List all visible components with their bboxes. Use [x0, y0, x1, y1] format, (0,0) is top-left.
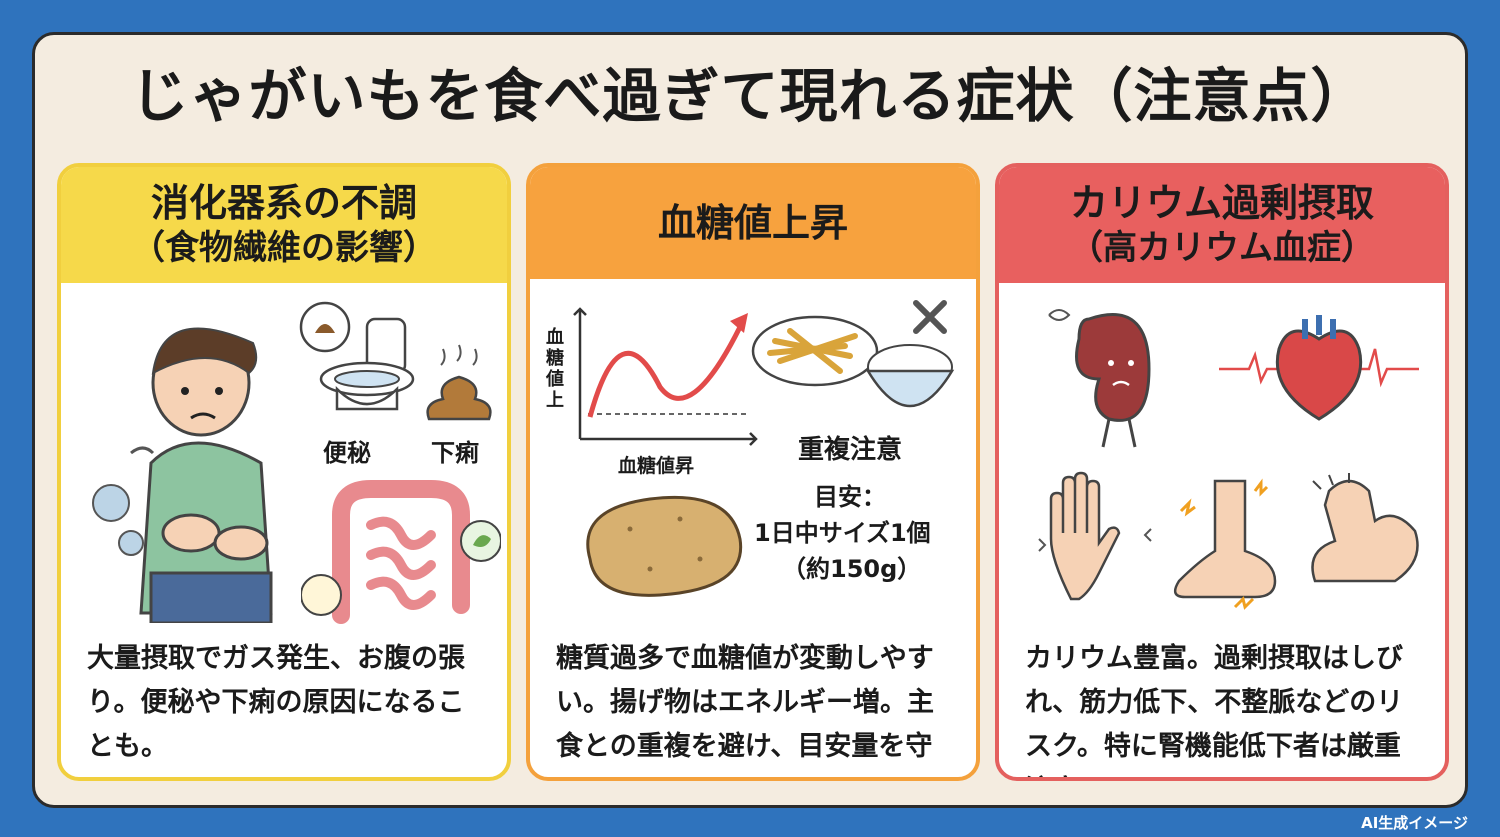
card-subheading: （高カリウム血症） — [1069, 228, 1375, 268]
card-subheading: （食物繊維の影響） — [131, 228, 437, 268]
card-header: 血糖値上昇 — [530, 167, 976, 279]
card-header: 消化器系の不調 （食物繊維の影響） — [61, 167, 507, 283]
card-heading: 消化器系の不調 — [150, 181, 417, 225]
stomach-ache-person-icon — [92, 327, 273, 623]
card-illustration: 便秘 下痢 — [61, 283, 507, 631]
ai-generated-note: AI生成イメージ — [1361, 814, 1468, 832]
card-description: カリウム豊富。過剰摂取はしびれ、筋力低下、不整脈などのリスク。特に腎機能低下者は… — [1025, 643, 1404, 777]
card-heading: 血糖値上昇 — [657, 201, 848, 245]
blood-sugar-graph-icon — [573, 307, 758, 446]
page-title: じゃがいもを食べ過ぎて現れる症状（注意点） — [130, 62, 1370, 130]
sad-kidney-icon — [1048, 309, 1151, 448]
guide-amount: 1日中サイズ1個 — [754, 519, 931, 547]
card-blood-sugar: 血糖値上昇 血糖値上 血糖値昇 — [526, 163, 980, 781]
card-description: 糖質過多で血糖値が変動しやすい。揚げ物はエネルギー増。主食との重複を避け、目安量… — [556, 643, 934, 777]
numb-hand-icon — [1038, 471, 1152, 601]
rice-bowl-icon — [865, 344, 955, 408]
card-heading: カリウム過剰摂取 — [1069, 181, 1374, 225]
label-overlap-caution: 重複注意 — [798, 435, 903, 465]
label-diarrhea: 下痢 — [431, 439, 479, 467]
guide-label: 目安： — [814, 483, 886, 511]
infographic-frame: じゃがいもを食べ過ぎて現れる症状（注意点） 消化器系の不調 （食物繊維の影響） — [32, 32, 1468, 808]
potato-icon — [586, 495, 743, 597]
card-description: 大量摂取でガス発生、お腹の張り。便秘や下痢の原因になることも。 — [87, 643, 465, 762]
poop-icon — [426, 344, 492, 421]
guide-weight: （約150g） — [782, 555, 922, 583]
numb-foot-icon — [1173, 478, 1277, 610]
graph-xlabel: 血糖値昇 — [618, 455, 695, 477]
intestine-icon — [301, 480, 501, 624]
graph-ylabel: 血糖値上 — [546, 327, 564, 411]
card-header: カリウム過剰摂取 （高カリウム血症） — [999, 167, 1445, 283]
card-illustration: 血糖値上 血糖値昇 重複注意 目安： 1日中サイズ1 — [530, 279, 976, 627]
heart-icon — [1219, 315, 1419, 421]
toilet-icon — [299, 301, 415, 411]
weak-arm-icon — [1311, 473, 1419, 583]
fries-icon — [751, 315, 879, 387]
card-illustration — [999, 283, 1445, 631]
cross-icon — [913, 300, 947, 334]
card-potassium: カリウム過剰摂取 （高カリウム血症） — [995, 163, 1449, 781]
card-digestive: 消化器系の不調 （食物繊維の影響） — [57, 163, 511, 781]
label-constipation: 便秘 — [323, 439, 371, 467]
